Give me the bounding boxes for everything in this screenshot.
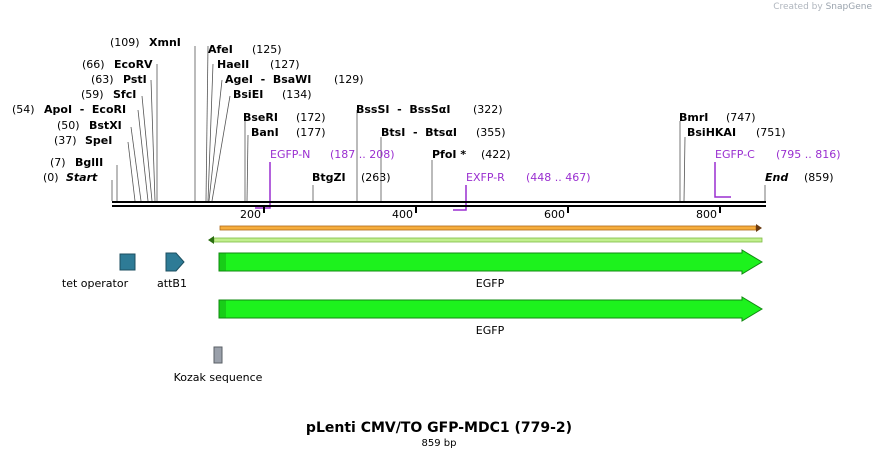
site-name[interactable]: PfoI * bbox=[432, 148, 466, 161]
site-pos: (125) bbox=[252, 43, 282, 56]
site-name[interactable]: BstXI bbox=[89, 119, 122, 132]
sequence-backbone bbox=[112, 201, 766, 207]
site-name[interactable]: AgeI - BsaWI bbox=[225, 73, 311, 86]
primer-range: (795 .. 816) bbox=[776, 148, 841, 161]
ruler-label: 800 bbox=[696, 208, 717, 221]
site-pos: (322) bbox=[473, 103, 503, 116]
credit-prefix: Created by bbox=[773, 2, 823, 12]
tet-operator-feature[interactable] bbox=[119, 253, 136, 271]
site-pos: (747) bbox=[726, 111, 756, 124]
site-name[interactable]: BsiEI bbox=[233, 88, 263, 101]
attb1-feature[interactable] bbox=[165, 252, 185, 272]
primer-name[interactable]: EXFP-R bbox=[466, 171, 505, 184]
site-pos: (7) bbox=[50, 156, 66, 169]
plasmid-length: 859 bp bbox=[422, 438, 457, 449]
snapgene-credit: Created by SnapGene bbox=[773, 2, 872, 12]
plasmid-title: pLenti CMV/TO GFP-MDC1 (779-2) bbox=[306, 420, 572, 436]
feature-label: tet operator bbox=[62, 277, 129, 290]
start-label: Start bbox=[66, 171, 98, 184]
site-name[interactable]: BtsI - BtsαI bbox=[381, 126, 457, 139]
feature-label: Kozak sequence bbox=[174, 371, 263, 384]
primer-marker-exfp-r[interactable] bbox=[453, 185, 467, 211]
primer-marker-egfp-n[interactable] bbox=[255, 162, 271, 209]
site-pos: (63) bbox=[91, 73, 114, 86]
site-pos: (177) bbox=[296, 126, 326, 139]
site-name[interactable]: EcoRV bbox=[114, 58, 153, 71]
site-name[interactable]: SfcI bbox=[113, 88, 136, 101]
site-pos: (422) bbox=[481, 148, 511, 161]
site-pos: (129) bbox=[334, 73, 364, 86]
feature-label: attB1 bbox=[157, 277, 187, 290]
site-name[interactable]: BmrI bbox=[679, 111, 708, 124]
feature-label: EGFP bbox=[476, 277, 505, 290]
site-leader-lines bbox=[111, 45, 766, 202]
site-name[interactable]: HaeII bbox=[217, 58, 249, 71]
site-name[interactable]: AfeI bbox=[208, 43, 233, 56]
ruler-label: 200 bbox=[240, 208, 261, 221]
site-name[interactable]: BglII bbox=[75, 156, 103, 169]
site-pos: (134) bbox=[282, 88, 312, 101]
site-pos: (54) bbox=[12, 103, 35, 116]
site-pos: (66) bbox=[82, 58, 105, 71]
kozak-feature[interactable] bbox=[213, 346, 223, 364]
site-pos: (263) bbox=[361, 171, 391, 184]
site-pos: (355) bbox=[476, 126, 506, 139]
end-label: End bbox=[765, 171, 788, 184]
site-pos: (172) bbox=[296, 111, 326, 124]
site-name[interactable]: BssSI - BssSαI bbox=[356, 103, 450, 116]
orf-reverse[interactable] bbox=[208, 236, 763, 244]
site-pos: (127) bbox=[270, 58, 300, 71]
snapgene-logo-text: SnapGene bbox=[825, 2, 872, 12]
primer-range: (187 .. 208) bbox=[330, 148, 395, 161]
primer-range: (448 .. 467) bbox=[526, 171, 591, 184]
site-name[interactable]: XmnI bbox=[149, 36, 181, 49]
orf-forward[interactable] bbox=[219, 224, 762, 232]
site-pos: (109) bbox=[110, 36, 140, 49]
site-name[interactable]: BtgZI bbox=[312, 171, 346, 184]
feature-label: EGFP bbox=[476, 324, 505, 337]
site-pos: (751) bbox=[756, 126, 786, 139]
site-name[interactable]: BseRI bbox=[243, 111, 278, 124]
site-name[interactable]: BsiHKAI bbox=[687, 126, 736, 139]
primer-name[interactable]: EGFP-N bbox=[270, 148, 310, 161]
site-pos: (37) bbox=[54, 134, 77, 147]
site-name[interactable]: SpeI bbox=[85, 134, 112, 147]
site-pos: (0) bbox=[43, 171, 59, 184]
site-name[interactable]: PstI bbox=[123, 73, 147, 86]
egfp-feature[interactable] bbox=[218, 249, 763, 275]
primer-marker-egfp-c[interactable] bbox=[714, 162, 731, 198]
primer-name[interactable]: EGFP-C bbox=[715, 148, 755, 161]
site-name[interactable]: BanI bbox=[251, 126, 279, 139]
ruler-label: 600 bbox=[544, 208, 565, 221]
site-name[interactable]: ApoI - EcoRI bbox=[44, 103, 126, 116]
ruler-label: 400 bbox=[392, 208, 413, 221]
site-pos: (50) bbox=[57, 119, 80, 132]
egfp-feature[interactable] bbox=[218, 296, 763, 322]
site-pos: (59) bbox=[81, 88, 104, 101]
site-pos: (859) bbox=[804, 171, 834, 184]
